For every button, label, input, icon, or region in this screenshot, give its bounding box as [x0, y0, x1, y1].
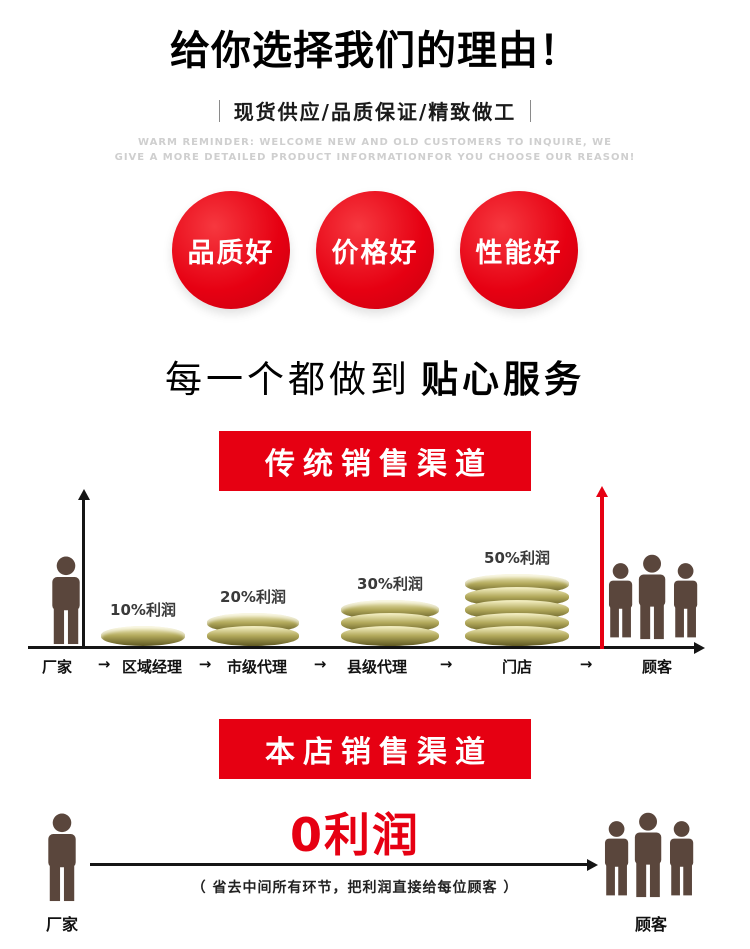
subtitle-text: 现货供应/品质保证/精致做工 [233, 100, 517, 124]
y-axis [77, 489, 90, 649]
factory-person-icon [48, 813, 76, 902]
step-arrow-icon: → [439, 655, 453, 673]
reminder-line-2: GIVE A MORE DETAILED PRODUCT INFORMATION… [114, 152, 636, 163]
step-arrow-icon: → [198, 655, 212, 673]
profit-label-20: 20%利润 [220, 588, 286, 606]
step-label-factory: 厂家 [41, 658, 73, 676]
red-up-arrow [596, 486, 608, 649]
step-label-regional: 区域经理 [121, 658, 183, 676]
coin-stack-30 [341, 600, 439, 646]
profit-label-50: 50%利润 [484, 549, 550, 567]
tagline-emphasis: 贴心服务 [421, 358, 585, 401]
subtitle: 现货供应/品质保证/精致做工 [0, 96, 750, 125]
divider-right [530, 99, 532, 122]
step-label-customer: 顾客 [641, 658, 673, 676]
profit-label-10: 10%利润 [110, 601, 176, 619]
coin-stack-20 [207, 613, 299, 646]
profit-stack-4: 50%利润 [465, 547, 569, 646]
store-note: （ 省去中间所有环节，把利润直接给每位顾客 ） [191, 880, 519, 896]
direct-arrowhead-icon [587, 858, 598, 871]
divider-left [218, 99, 220, 122]
feature-badges: 品质好 价格好 性能好 [0, 191, 750, 309]
step-arrow-icon: → [97, 655, 111, 673]
coin-layer [101, 626, 185, 646]
badge-quality: 品质好 [172, 191, 290, 309]
x-axis-arrowhead-icon [694, 641, 705, 654]
badge-price: 价格好 [316, 191, 434, 309]
direct-arrow [90, 858, 598, 871]
step-label-shop: 门店 [501, 658, 533, 676]
coin-layer [465, 626, 569, 646]
zero-profit-text: 0利润 [289, 808, 420, 862]
traditional-channel-diagram: 10%利润 20%利润 30%利润 50%利润 厂家 → 区域经理 → 市级代理… [0, 486, 750, 689]
step-label-city: 市级代理 [226, 658, 288, 676]
store-label-factory: 厂家 [45, 915, 79, 934]
profit-label-30: 30%利润 [357, 575, 423, 593]
coin-stack-50 [465, 574, 569, 646]
x-axis [28, 641, 705, 654]
badge-performance: 性能好 [460, 191, 578, 309]
page-title: 给你选择我们的理由！ [170, 28, 580, 74]
coin-layer [207, 626, 299, 646]
store-channel-diagram: 0利润 （ 省去中间所有环节，把利润直接给每位顾客 ） 厂家 顾客 [0, 779, 750, 949]
step-arrow-icon: → [579, 655, 593, 673]
profit-stack-2: 20%利润 [207, 586, 299, 646]
customers-group-icon [608, 554, 698, 640]
banner-store-channel: 本店销售渠道 [219, 719, 531, 779]
coin-layer [341, 626, 439, 646]
badge-performance-label: 性能好 [475, 237, 563, 269]
warm-reminder: WARM REMINDER: WELCOME NEW AND OLD CUSTO… [0, 135, 750, 165]
badge-quality-label: 品质好 [187, 237, 275, 269]
banner-traditional-channel: 传统销售渠道 [219, 431, 531, 491]
step-label-county: 县级代理 [346, 658, 408, 676]
factory-person-icon [52, 556, 80, 645]
promo-page: 给你选择我们的理由！ 现货供应/品质保证/精致做工 WARM REMINDER:… [0, 28, 750, 934]
tagline-prefix: 每一个都做到 [165, 358, 411, 401]
store-label-customer: 顾客 [634, 915, 668, 934]
red-arrowhead-icon [596, 486, 608, 497]
step-arrow-icon: → [313, 655, 327, 673]
tagline: 每一个都做到贴心服务 [0, 349, 750, 403]
reminder-line-1: WARM REMINDER: WELCOME NEW AND OLD CUSTO… [138, 137, 612, 148]
badge-price-label: 价格好 [331, 237, 419, 269]
profit-stack-1: 10%利润 [101, 599, 185, 646]
y-axis-arrowhead-icon [77, 489, 90, 500]
coin-stack-10 [101, 626, 185, 646]
profit-stack-3: 30%利润 [341, 573, 439, 646]
customers-group-icon [604, 812, 694, 898]
